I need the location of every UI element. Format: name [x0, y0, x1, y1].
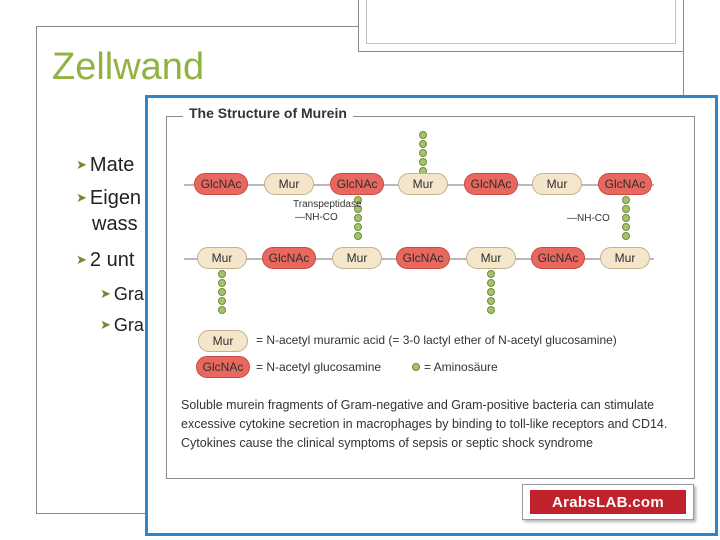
- bond-label-left: —NH-CO: [295, 212, 338, 223]
- row1-sugar: GlcNAc: [330, 173, 384, 195]
- bullet-arrow-icon: ➤: [76, 190, 87, 205]
- bullet-1: ➤Mate: [76, 154, 135, 176]
- peptide-chain-crosslink-right: [622, 196, 630, 241]
- figure-title: The Structure of Murein: [183, 105, 353, 121]
- peptide-chain-crosslink-left: [354, 196, 362, 241]
- row1-sugar: GlcNAc: [464, 173, 518, 195]
- slide-title: Zellwand: [52, 46, 205, 88]
- bullet-arrow-icon: ➤: [76, 157, 87, 172]
- bullet-3: ➤2 unt: [76, 249, 135, 271]
- bullet-2: ➤Eigen: [76, 187, 142, 209]
- row2-sugar: Mur: [600, 247, 650, 269]
- bond-label-right: —NH-CO: [567, 213, 610, 224]
- legend-glcnac-text: = N-acetyl glucosamine: [256, 360, 382, 374]
- legend-glcnac-swatch: GlcNAc: [196, 356, 250, 378]
- row2-sugar: GlcNAc: [396, 247, 450, 269]
- row1-sugar: GlcNAc: [598, 173, 652, 195]
- row1-sugar: Mur: [264, 173, 314, 195]
- row2-sugar: Mur: [197, 247, 247, 269]
- legend-amino-dot: [412, 363, 420, 371]
- watermark-logo: ArabsLAB.com: [530, 490, 686, 514]
- sub-bullet-2: ➤Gra: [100, 315, 144, 335]
- bullet-arrow-icon: ➤: [76, 252, 87, 267]
- row2-sugar: GlcNAc: [531, 247, 585, 269]
- bullet-arrow-icon: ➤: [100, 286, 111, 301]
- figure-frame: [145, 95, 718, 536]
- row1-sugar: Mur: [532, 173, 582, 195]
- sub-bullet-1: ➤Gra: [100, 284, 144, 304]
- legend-mur-swatch: Mur: [198, 330, 248, 352]
- bullet-arrow-icon: ➤: [100, 317, 111, 332]
- peptide-chain-top: [419, 131, 427, 176]
- peptide-chain-bottom-left: [218, 270, 226, 315]
- row2-sugar: GlcNAc: [262, 247, 316, 269]
- row2-sugar: Mur: [332, 247, 382, 269]
- bullet-2-continuation: wass: [92, 213, 138, 235]
- row2-sugar: Mur: [466, 247, 516, 269]
- figure-caption: Soluble murein fragments of Gram-negativ…: [181, 398, 668, 450]
- row1-sugar: Mur: [398, 173, 448, 195]
- slide-top-decoration-inner: [366, 0, 676, 44]
- peptide-chain-bottom-right: [487, 270, 495, 315]
- legend-mur-text: = N-acetyl muramic acid (= 3-0 lactyl et…: [256, 333, 617, 347]
- transpeptidase-label: Transpeptidase: [293, 199, 362, 210]
- figure-inner-border: [166, 116, 695, 479]
- row1-sugar: GlcNAc: [194, 173, 248, 195]
- legend-amino-text: = Aminosäure: [424, 360, 498, 374]
